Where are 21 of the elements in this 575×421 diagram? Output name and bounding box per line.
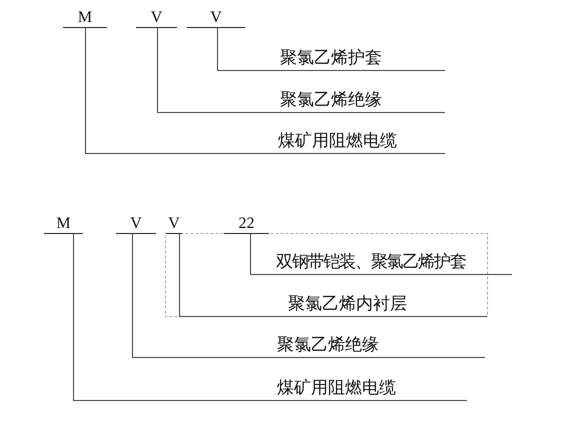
code-letter: V: [116, 215, 156, 234]
code-letter: V: [187, 9, 245, 28]
underlined-label: 煤矿用阻燃电缆: [278, 130, 445, 154]
leader-line: [157, 28, 280, 113]
underlined-label: 煤矿用阻燃电缆: [277, 377, 467, 401]
underlined-label: 聚氯乙烯绝缘: [277, 334, 485, 358]
code-letter: 22: [224, 215, 269, 234]
code-letter: V: [136, 9, 177, 28]
leader-line: [85, 28, 278, 154]
code-letter: V: [166, 215, 182, 234]
leader-line: [132, 234, 278, 358]
leader-line: [217, 28, 280, 71]
underlined-label: 聚氯乙烯内衬层: [288, 293, 487, 317]
leader-line: [250, 234, 276, 275]
leader-line: [73, 234, 278, 401]
underlined-label: 双钢带铠装、聚氯乙烯护套: [276, 251, 512, 275]
code-letter: M: [63, 9, 107, 28]
code-letter: M: [44, 215, 83, 234]
underlined-label: 聚氯乙烯护套: [280, 47, 445, 71]
underlined-label: 聚氯乙烯绝缘: [280, 89, 445, 113]
leader-line: [179, 234, 288, 317]
